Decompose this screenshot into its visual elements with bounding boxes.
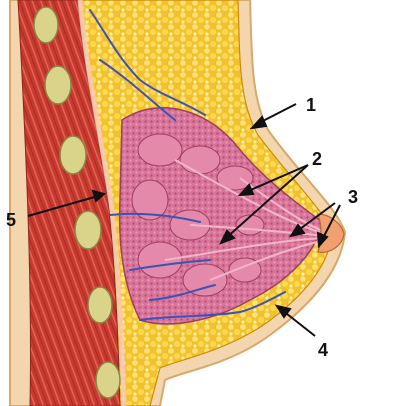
label-5: 5 <box>6 210 16 230</box>
label-1: 1 <box>306 95 316 115</box>
lobule <box>180 146 220 174</box>
rib <box>60 136 86 174</box>
label-4: 4 <box>318 340 328 360</box>
lobule <box>138 242 182 278</box>
rib <box>88 287 112 323</box>
rib <box>45 66 71 104</box>
label-2: 2 <box>312 149 322 169</box>
rib <box>34 7 58 43</box>
rib <box>96 362 120 398</box>
rib <box>75 211 101 249</box>
label-3: 3 <box>348 187 358 207</box>
